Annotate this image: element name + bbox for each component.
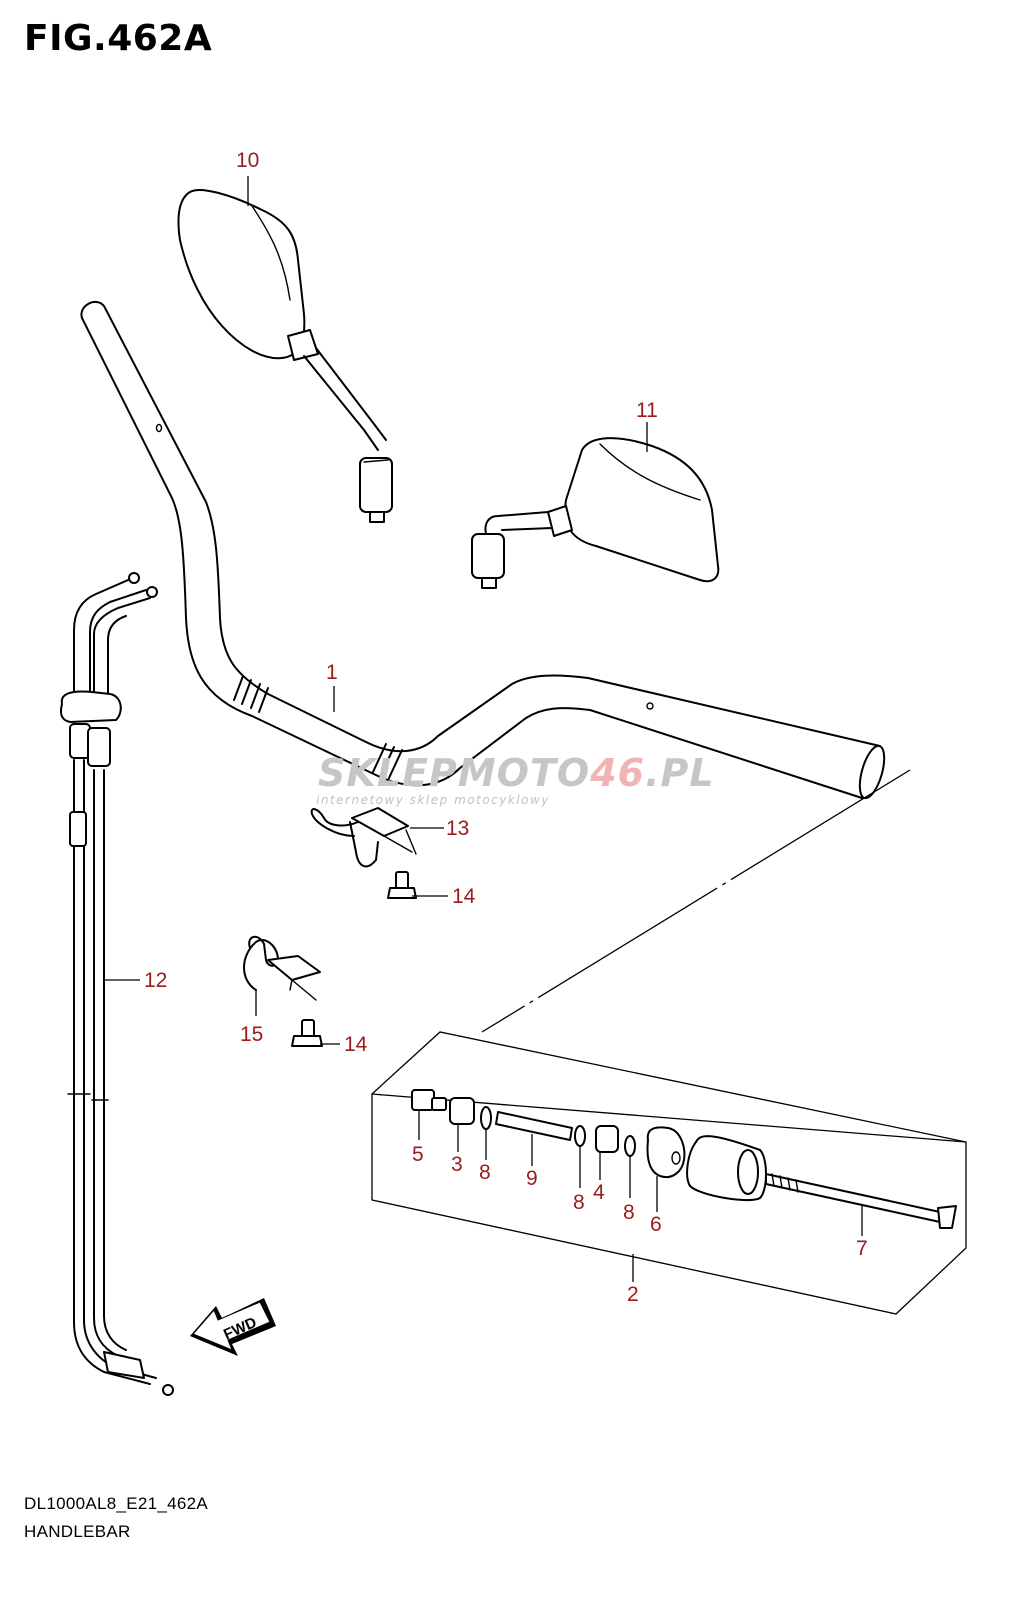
figure-title: FIG.462A [24, 18, 213, 59]
fwd-arrow: FWD [190, 1298, 276, 1356]
callout-4: 4 [593, 1181, 605, 1204]
mirror-left [471, 437, 720, 589]
callout-8-c: 8 [623, 1201, 635, 1224]
callout-9: 9 [526, 1167, 538, 1190]
callout-7: 7 [856, 1237, 868, 1260]
callout-11: 11 [636, 399, 658, 422]
bolt-14-upper [387, 871, 417, 899]
callout-10: 10 [236, 149, 260, 172]
callout-6: 6 [650, 1213, 662, 1236]
bolt-14-lower [291, 1019, 323, 1047]
callout-14-lower: 14 [344, 1033, 368, 1056]
callout-14-upper: 14 [452, 885, 476, 908]
callout-1: 1 [326, 661, 338, 684]
mirror-right [177, 189, 393, 523]
model-code: DL1000AL8_E21_462A [24, 1494, 209, 1513]
callout-3: 3 [451, 1153, 463, 1176]
handlebar [80, 300, 886, 800]
callout-8-a: 8 [479, 1161, 491, 1184]
watermark-brand: SKLEPMOTO46.PL [318, 751, 715, 795]
callout-8-b: 8 [573, 1191, 585, 1214]
callout-13: 13 [446, 817, 470, 840]
clamp-13 [310, 807, 417, 868]
callout-5: 5 [412, 1143, 424, 1166]
section-name: HANDLEBAR [24, 1522, 131, 1541]
callout-15: 15 [240, 1023, 264, 1046]
balancer-parts [411, 1089, 957, 1229]
throttle-cables [60, 572, 174, 1396]
leader-lines [104, 176, 863, 1282]
callout-2: 2 [627, 1283, 639, 1306]
callout-12: 12 [144, 969, 168, 992]
clamp-15 [243, 935, 321, 1001]
watermark-tagline: internetowy sklep motocyklowy [316, 793, 550, 807]
